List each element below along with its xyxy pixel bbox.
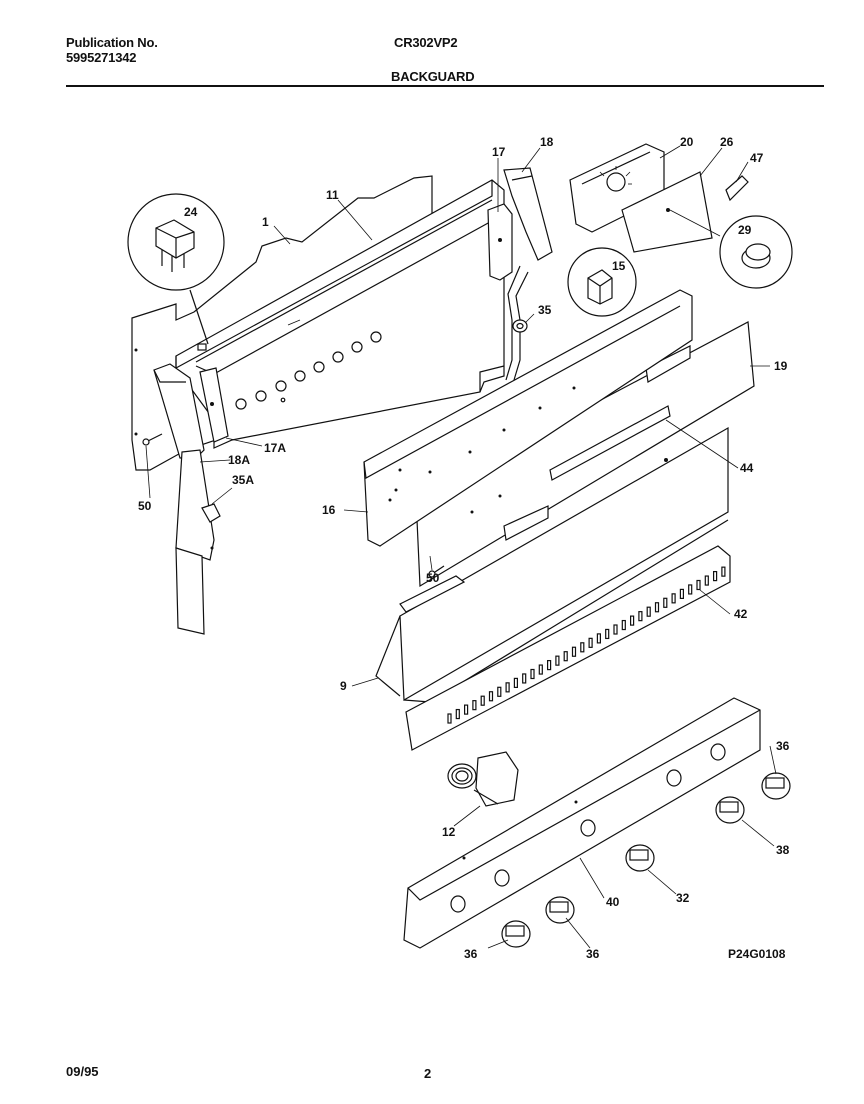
vent-slot [596, 633, 602, 644]
vent-slot [605, 628, 610, 640]
vent-slot [530, 668, 535, 680]
vent-slot [447, 713, 452, 724]
vent-slot [555, 655, 560, 666]
label-20: 20 [680, 135, 694, 149]
part-thermostat [447, 751, 519, 807]
vent-slot [513, 677, 519, 689]
vent-slot [546, 659, 552, 671]
vent-slot [488, 691, 494, 702]
label-32: 32 [676, 891, 690, 905]
vent-slot [712, 570, 718, 582]
label-18a: 18A [228, 453, 250, 467]
vent-slot [538, 664, 543, 675]
header-rule [66, 85, 824, 87]
part-screw-lower [428, 565, 445, 578]
label-1: 1 [262, 215, 269, 229]
knob-5 [761, 772, 791, 800]
label-36-mid: 36 [586, 947, 600, 961]
label-24: 24 [184, 205, 198, 219]
part-main-frame [175, 179, 505, 449]
part-number-labels: 1 11 24 17 18 20 26 47 29 15 35 19 17A 1… [138, 135, 790, 961]
label-36-top: 36 [776, 739, 790, 753]
vent-slot [663, 597, 668, 608]
label-15: 15 [612, 259, 626, 273]
footer-date: 09/95 [66, 1064, 99, 1079]
vent-slot [613, 624, 618, 635]
part-grommet-left [201, 503, 221, 523]
part-clock-knob [669, 209, 793, 289]
label-40: 40 [606, 895, 620, 909]
vent-slot [571, 646, 577, 657]
part-left-strap [175, 449, 215, 635]
label-38: 38 [776, 843, 790, 857]
vent-slot [480, 695, 485, 706]
label-17a: 17A [264, 441, 286, 455]
leader-lines [145, 145, 777, 949]
vent-slot [505, 682, 510, 693]
vent-slots [447, 566, 726, 724]
label-29: 29 [738, 223, 752, 237]
knob-4 [715, 796, 745, 824]
part-screw-left [142, 433, 163, 446]
label-18: 18 [540, 135, 554, 149]
knob-3 [625, 844, 655, 872]
part-clock-bezel [569, 143, 665, 233]
vent-slot [588, 637, 593, 648]
vent-slot [472, 700, 477, 711]
vent-slot [696, 579, 701, 591]
label-50-lower: 50 [426, 571, 440, 585]
label-17: 17 [492, 145, 506, 159]
vent-slot [646, 606, 651, 617]
part-vent-panel [405, 545, 731, 751]
vent-slot [721, 566, 726, 577]
vent-slot [497, 686, 502, 697]
vent-slot [621, 619, 626, 631]
label-47: 47 [750, 151, 764, 165]
label-16: 16 [322, 503, 336, 517]
section-title: BACKGUARD [391, 69, 475, 84]
label-26: 26 [720, 135, 734, 149]
vent-slot [704, 575, 709, 586]
label-35: 35 [538, 303, 552, 317]
part-grommet-right [512, 319, 528, 333]
knob-2 [545, 896, 575, 924]
publication-number: 5995271342 [66, 50, 137, 65]
label-11: 11 [326, 188, 339, 202]
vent-slot [464, 704, 469, 715]
vent-slot [638, 611, 643, 622]
vent-slot [580, 642, 585, 653]
vent-slot [654, 602, 660, 613]
vent-slot [629, 615, 635, 626]
vent-slot [679, 588, 685, 600]
vent-slot [455, 708, 460, 720]
part-right-end-cap [503, 167, 553, 261]
label-9: 9 [340, 679, 347, 693]
part-manifold-panel [403, 697, 761, 949]
vent-slot [688, 584, 693, 595]
label-44: 44 [740, 461, 754, 475]
vent-slot [522, 673, 527, 684]
part-light-lens [549, 405, 671, 481]
label-19: 19 [774, 359, 788, 373]
part-right-bracket [487, 203, 513, 281]
vent-slot [671, 593, 676, 604]
label-12: 12 [442, 825, 456, 839]
part-left-end-cap [153, 363, 205, 459]
model-number: CR302VP2 [394, 35, 458, 50]
part-control-panel-plate [363, 289, 693, 547]
footer-page-number: 2 [424, 1066, 432, 1081]
vent-slot [563, 651, 568, 662]
label-36-left: 36 [464, 947, 478, 961]
label-50-upper: 50 [138, 499, 152, 513]
part-left-bracket [199, 367, 229, 443]
part-lamp-holder [567, 247, 637, 317]
drawing-code: P24G0108 [728, 947, 786, 961]
part-rocker-switch [127, 193, 225, 345]
knob-1 [501, 920, 531, 948]
part-clock-overlay [621, 171, 713, 253]
publication-label: Publication No. [66, 35, 158, 50]
label-42: 42 [734, 607, 748, 621]
label-35a: 35A [232, 473, 254, 487]
